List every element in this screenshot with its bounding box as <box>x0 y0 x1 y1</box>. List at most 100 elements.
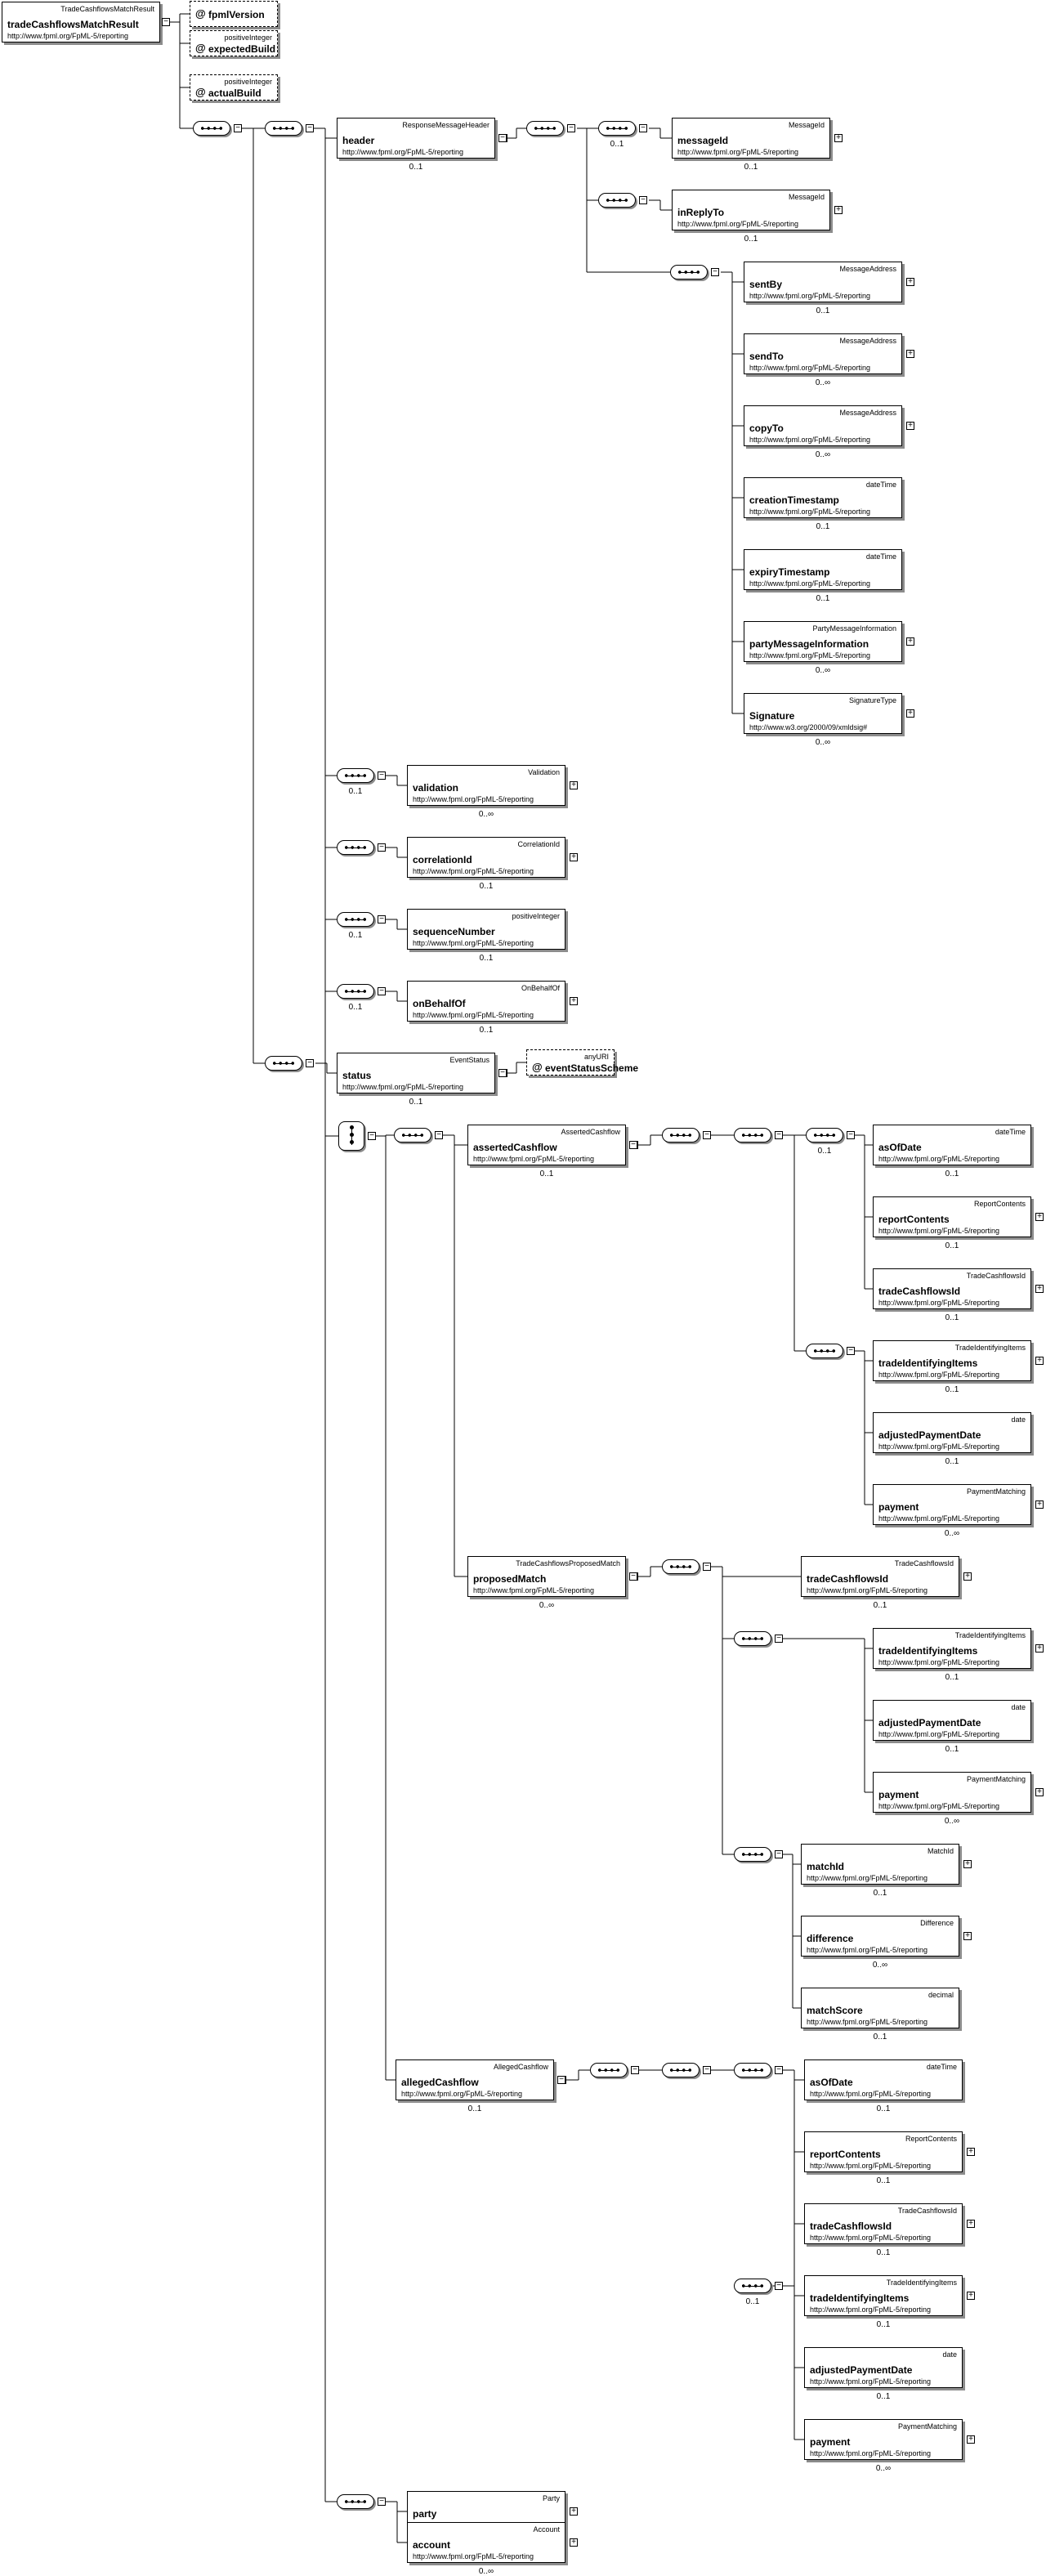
collapse-toggle-icon[interactable]: − <box>775 2066 783 2074</box>
sequence-compositor-icon[interactable] <box>265 121 302 136</box>
collapse-toggle-icon[interactable]: − <box>306 124 314 132</box>
element-trade-cashflows-match-result[interactable]: TradeCashflowsMatchResult tradeCashflows… <box>2 2 160 42</box>
collapse-toggle-icon[interactable]: − <box>378 2498 386 2506</box>
expand-icon[interactable]: + <box>834 134 843 142</box>
expand-icon[interactable]: + <box>570 853 578 861</box>
expand-icon[interactable]: + <box>963 1860 972 1868</box>
collapse-toggle-icon[interactable]: − <box>557 2076 565 2084</box>
expand-icon[interactable]: + <box>834 206 843 214</box>
collapse-toggle-icon[interactable]: − <box>498 134 507 142</box>
expand-icon[interactable]: + <box>906 278 914 286</box>
collapse-toggle-icon[interactable]: − <box>435 1131 443 1139</box>
sequence-compositor-icon[interactable]: 0..1 <box>337 984 374 1012</box>
collapse-toggle-icon[interactable]: − <box>775 1131 783 1139</box>
attribute-event-status-scheme[interactable]: anyURI @ eventStatusScheme <box>526 1049 638 1076</box>
sequence-compositor-icon[interactable] <box>662 2063 700 2077</box>
collapse-toggle-icon[interactable]: − <box>639 124 647 132</box>
sequence-compositor-icon[interactable] <box>734 1847 771 1862</box>
choice-compositor-icon[interactable] <box>338 1121 364 1151</box>
sequence-compositor-icon[interactable] <box>265 1056 302 1071</box>
sequence-compositor-icon[interactable] <box>662 1128 700 1143</box>
collapse-toggle-icon[interactable]: − <box>775 1635 783 1643</box>
collapse-toggle-icon[interactable]: − <box>703 1563 711 1571</box>
collapse-toggle-icon[interactable]: − <box>775 1850 783 1858</box>
expand-icon[interactable]: + <box>906 637 914 646</box>
attribute-fpml-version[interactable]: @ fpmlVersion <box>190 1 278 27</box>
collapse-toggle-icon[interactable]: − <box>629 1141 637 1149</box>
expand-icon[interactable]: + <box>1035 1285 1044 1293</box>
sequence-compositor-icon[interactable] <box>734 1128 771 1143</box>
expand-icon[interactable]: + <box>906 350 914 358</box>
collapse-toggle-icon[interactable]: − <box>378 915 386 924</box>
collapse-toggle-icon[interactable]: − <box>639 196 647 204</box>
sequence-compositor-icon[interactable] <box>662 1559 700 1574</box>
sequence-compositor-icon[interactable] <box>590 2063 628 2077</box>
collapse-toggle-icon[interactable]: − <box>703 1131 711 1139</box>
sequence-compositor-icon[interactable] <box>193 121 230 136</box>
expand-icon[interactable]: + <box>967 2292 975 2300</box>
collapse-toggle-icon[interactable]: − <box>234 124 242 132</box>
sequence-compositor-icon[interactable] <box>806 1344 843 1358</box>
expand-icon[interactable]: + <box>967 2220 975 2228</box>
collapse-toggle-icon[interactable]: − <box>775 2282 783 2290</box>
expand-icon[interactable]: + <box>906 709 914 718</box>
expand-icon[interactable]: + <box>1035 1644 1044 1652</box>
collapse-toggle-icon[interactable]: − <box>162 18 170 26</box>
sequence-compositor-icon[interactable]: 0..1 <box>337 768 374 796</box>
expand-icon[interactable]: + <box>1035 1500 1044 1509</box>
expand-icon[interactable]: + <box>570 2507 578 2516</box>
collapse-toggle-icon[interactable]: − <box>703 2066 711 2074</box>
attribute-expected-build[interactable]: positiveInteger @ expectedBuild <box>190 30 278 56</box>
sequence-compositor-icon[interactable] <box>337 2494 374 2509</box>
collapse-toggle-icon[interactable]: − <box>631 2066 639 2074</box>
expand-icon[interactable]: + <box>906 422 914 430</box>
expand-icon[interactable]: + <box>967 2148 975 2156</box>
collapse-toggle-icon[interactable]: − <box>306 1059 314 1067</box>
sequence-compositor-icon[interactable] <box>734 2063 771 2077</box>
sequence-compositor-icon[interactable] <box>394 1128 431 1143</box>
sequence-compositor-icon[interactable] <box>526 121 564 136</box>
collapse-toggle-icon[interactable]: − <box>847 1131 855 1139</box>
expand-icon[interactable]: + <box>570 2538 578 2547</box>
expand-icon[interactable]: + <box>570 781 578 789</box>
sequence-compositor-icon[interactable]: 0..1 <box>806 1128 843 1156</box>
expand-icon[interactable]: + <box>1035 1788 1044 1796</box>
collapse-toggle-icon[interactable]: − <box>378 771 386 780</box>
sequence-compositor-icon[interactable]: 0..1 <box>598 121 636 149</box>
sequence-compositor-icon[interactable] <box>598 193 636 208</box>
collapse-toggle-icon[interactable]: − <box>629 1572 637 1581</box>
sequence-compositor-icon[interactable] <box>337 840 374 855</box>
expand-icon[interactable]: + <box>1035 1213 1044 1221</box>
